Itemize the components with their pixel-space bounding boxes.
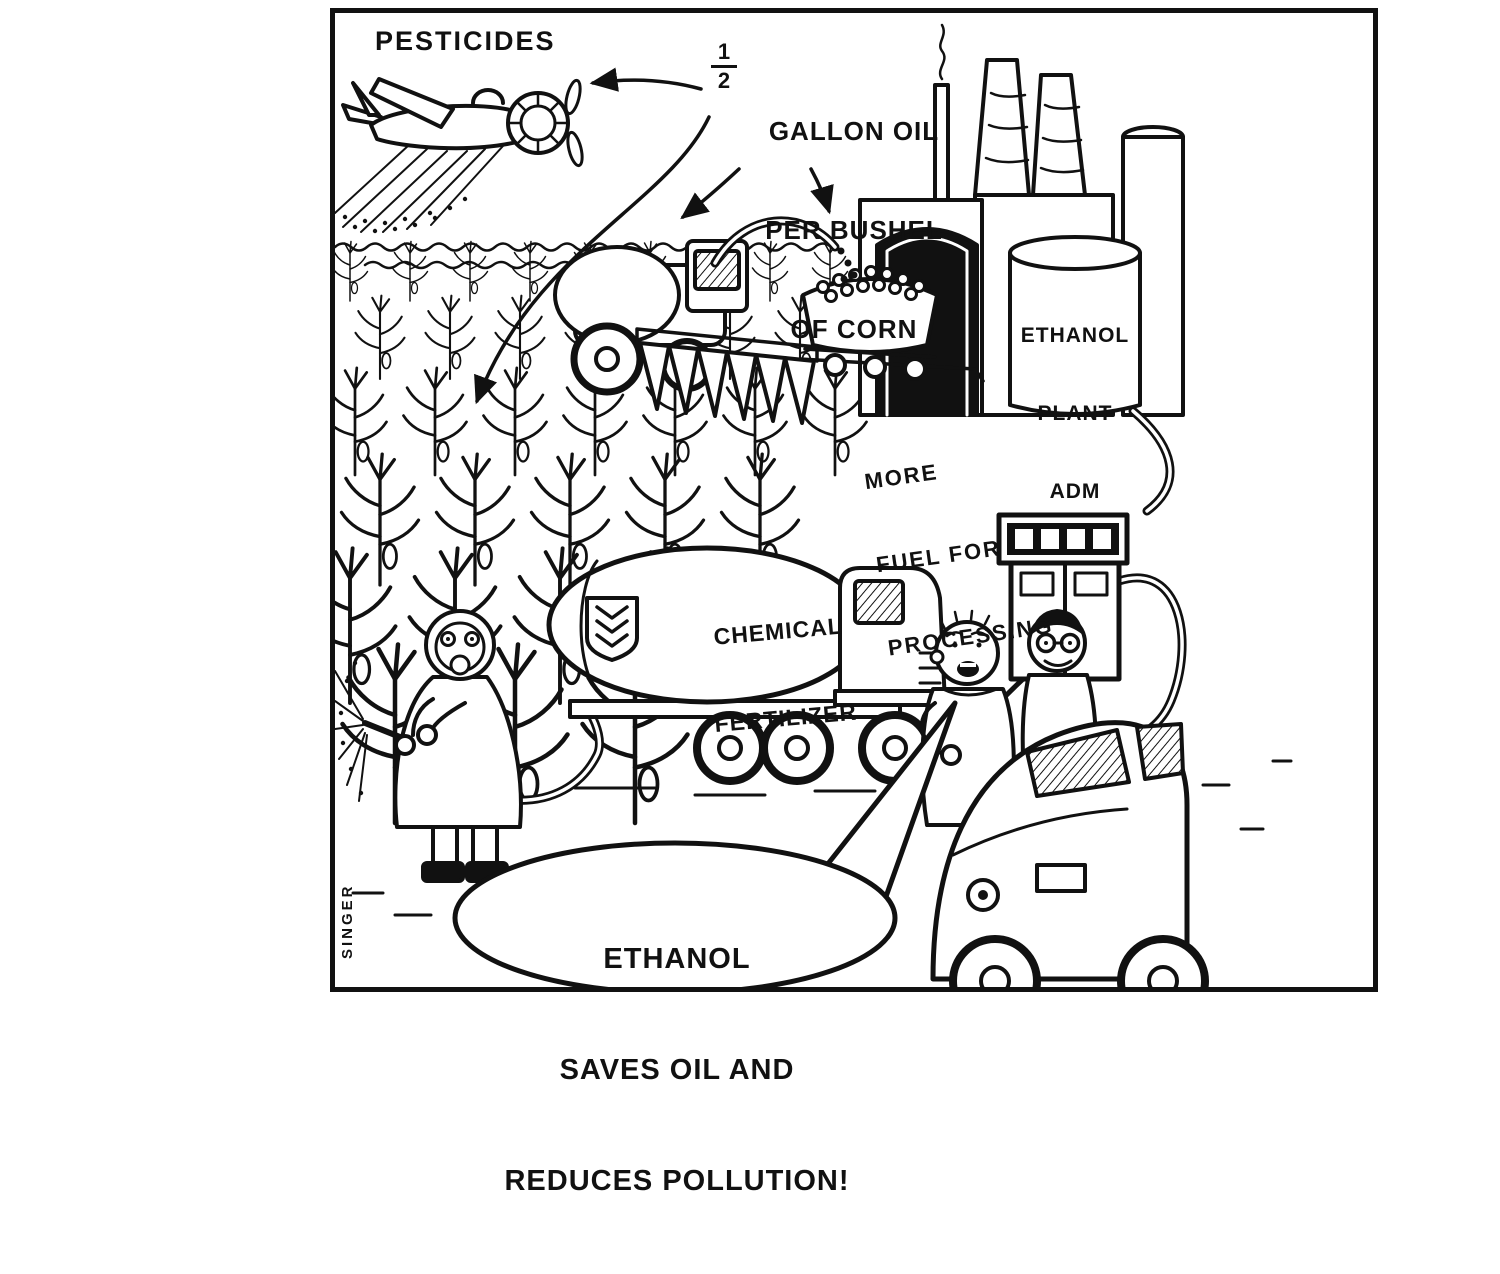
hazmat-suit: [393, 675, 523, 829]
plant-sign-line2: PLANT: [1037, 402, 1113, 425]
page: { "page": { "paper_color": "#ffffff", "i…: [330, 8, 1378, 1197]
boot: [421, 861, 465, 883]
speech-line3: REDUCES POLLUTION!: [504, 1165, 850, 1197]
artist-signature: SINGER: [339, 883, 356, 959]
ethanol-plant-sign: ETHANOL PLANT ADM: [1011, 271, 1139, 557]
plant-sign-line3: ADM: [1049, 480, 1101, 503]
propeller-blade: [564, 78, 582, 116]
grille-detail: [1035, 863, 1087, 893]
crop-duster-plane: [335, 77, 584, 234]
fuel-note-line2: FUEL FOR: [874, 535, 1003, 578]
wing: [369, 77, 455, 129]
oil-caption-line2: PER BUSHEL: [765, 215, 943, 245]
plant-sign-line1: ETHANOL: [1020, 324, 1130, 347]
propeller-blade: [566, 130, 584, 168]
speech-line1: ETHANOL: [603, 943, 751, 975]
cockpit: [471, 88, 505, 105]
cartoon-drawing: [335, 23, 1293, 987]
speech-bubble: [452, 700, 958, 987]
truck-label-line2: FERTILIZER: [713, 698, 859, 738]
combine-harvester: [553, 216, 858, 425]
header-teeth: [638, 341, 816, 425]
chevron-badge: [585, 596, 639, 662]
car: [930, 720, 1293, 987]
truck-window: [853, 579, 905, 625]
oil-per-bushel-label: GALLON OIL PER BUSHEL OF CORN: [743, 49, 965, 412]
front-wheel: [949, 935, 1041, 987]
truck-label-line1: CHEMICAL: [712, 612, 844, 650]
corn-hopper: [798, 265, 985, 383]
annotation-arrows: [474, 67, 834, 405]
chemical-fertilizer-label: CHEMICAL FERTILIZER: [665, 550, 898, 800]
fuel-note-line1: MORE: [862, 459, 940, 495]
oil-fraction: 1 2: [707, 41, 741, 92]
arrow-to-plane: [589, 67, 703, 92]
pesticides-label: PESTICIDES: [375, 26, 556, 56]
arrow-to-hopper: [809, 167, 834, 215]
fraction-numerator: 1: [717, 39, 731, 64]
arrow-to-field: [474, 115, 711, 405]
rear-wheel: [1117, 935, 1209, 987]
cab-window: [693, 249, 741, 291]
arrow-to-combine: [680, 167, 741, 220]
chemical-spray: [335, 660, 368, 802]
fraction-denominator: 2: [717, 68, 731, 93]
speech-bubble-text: ETHANOL SAVES OIL AND REDUCES POLLUTION!: [463, 867, 891, 1274]
gas-mask-filter: [449, 654, 471, 676]
oil-caption-line3: OF CORN: [790, 314, 918, 344]
side-window: [1135, 722, 1185, 781]
hair: [1031, 609, 1083, 635]
hazmat-sprayer: [335, 609, 523, 883]
speech-line2: SAVES OIL AND: [559, 1054, 795, 1086]
pesticide-spray: [335, 144, 504, 234]
smoke: [938, 23, 946, 81]
fraction-bar: [711, 65, 737, 68]
more-fuel-label: MORE FUEL FOR PROCESSING: [855, 380, 1136, 718]
oil-caption-line1: GALLON OIL: [768, 116, 940, 146]
fuel-note-line3: PROCESSING: [886, 612, 1055, 661]
windshield: [1025, 728, 1131, 798]
tail-fin: [351, 81, 381, 117]
fertilizer-tanker: [546, 545, 952, 797]
smokestack: [1031, 73, 1087, 197]
cartoon-panel: PESTICIDES 1 2 GALLON OIL PER BUSHEL OF …: [330, 8, 1378, 1197]
